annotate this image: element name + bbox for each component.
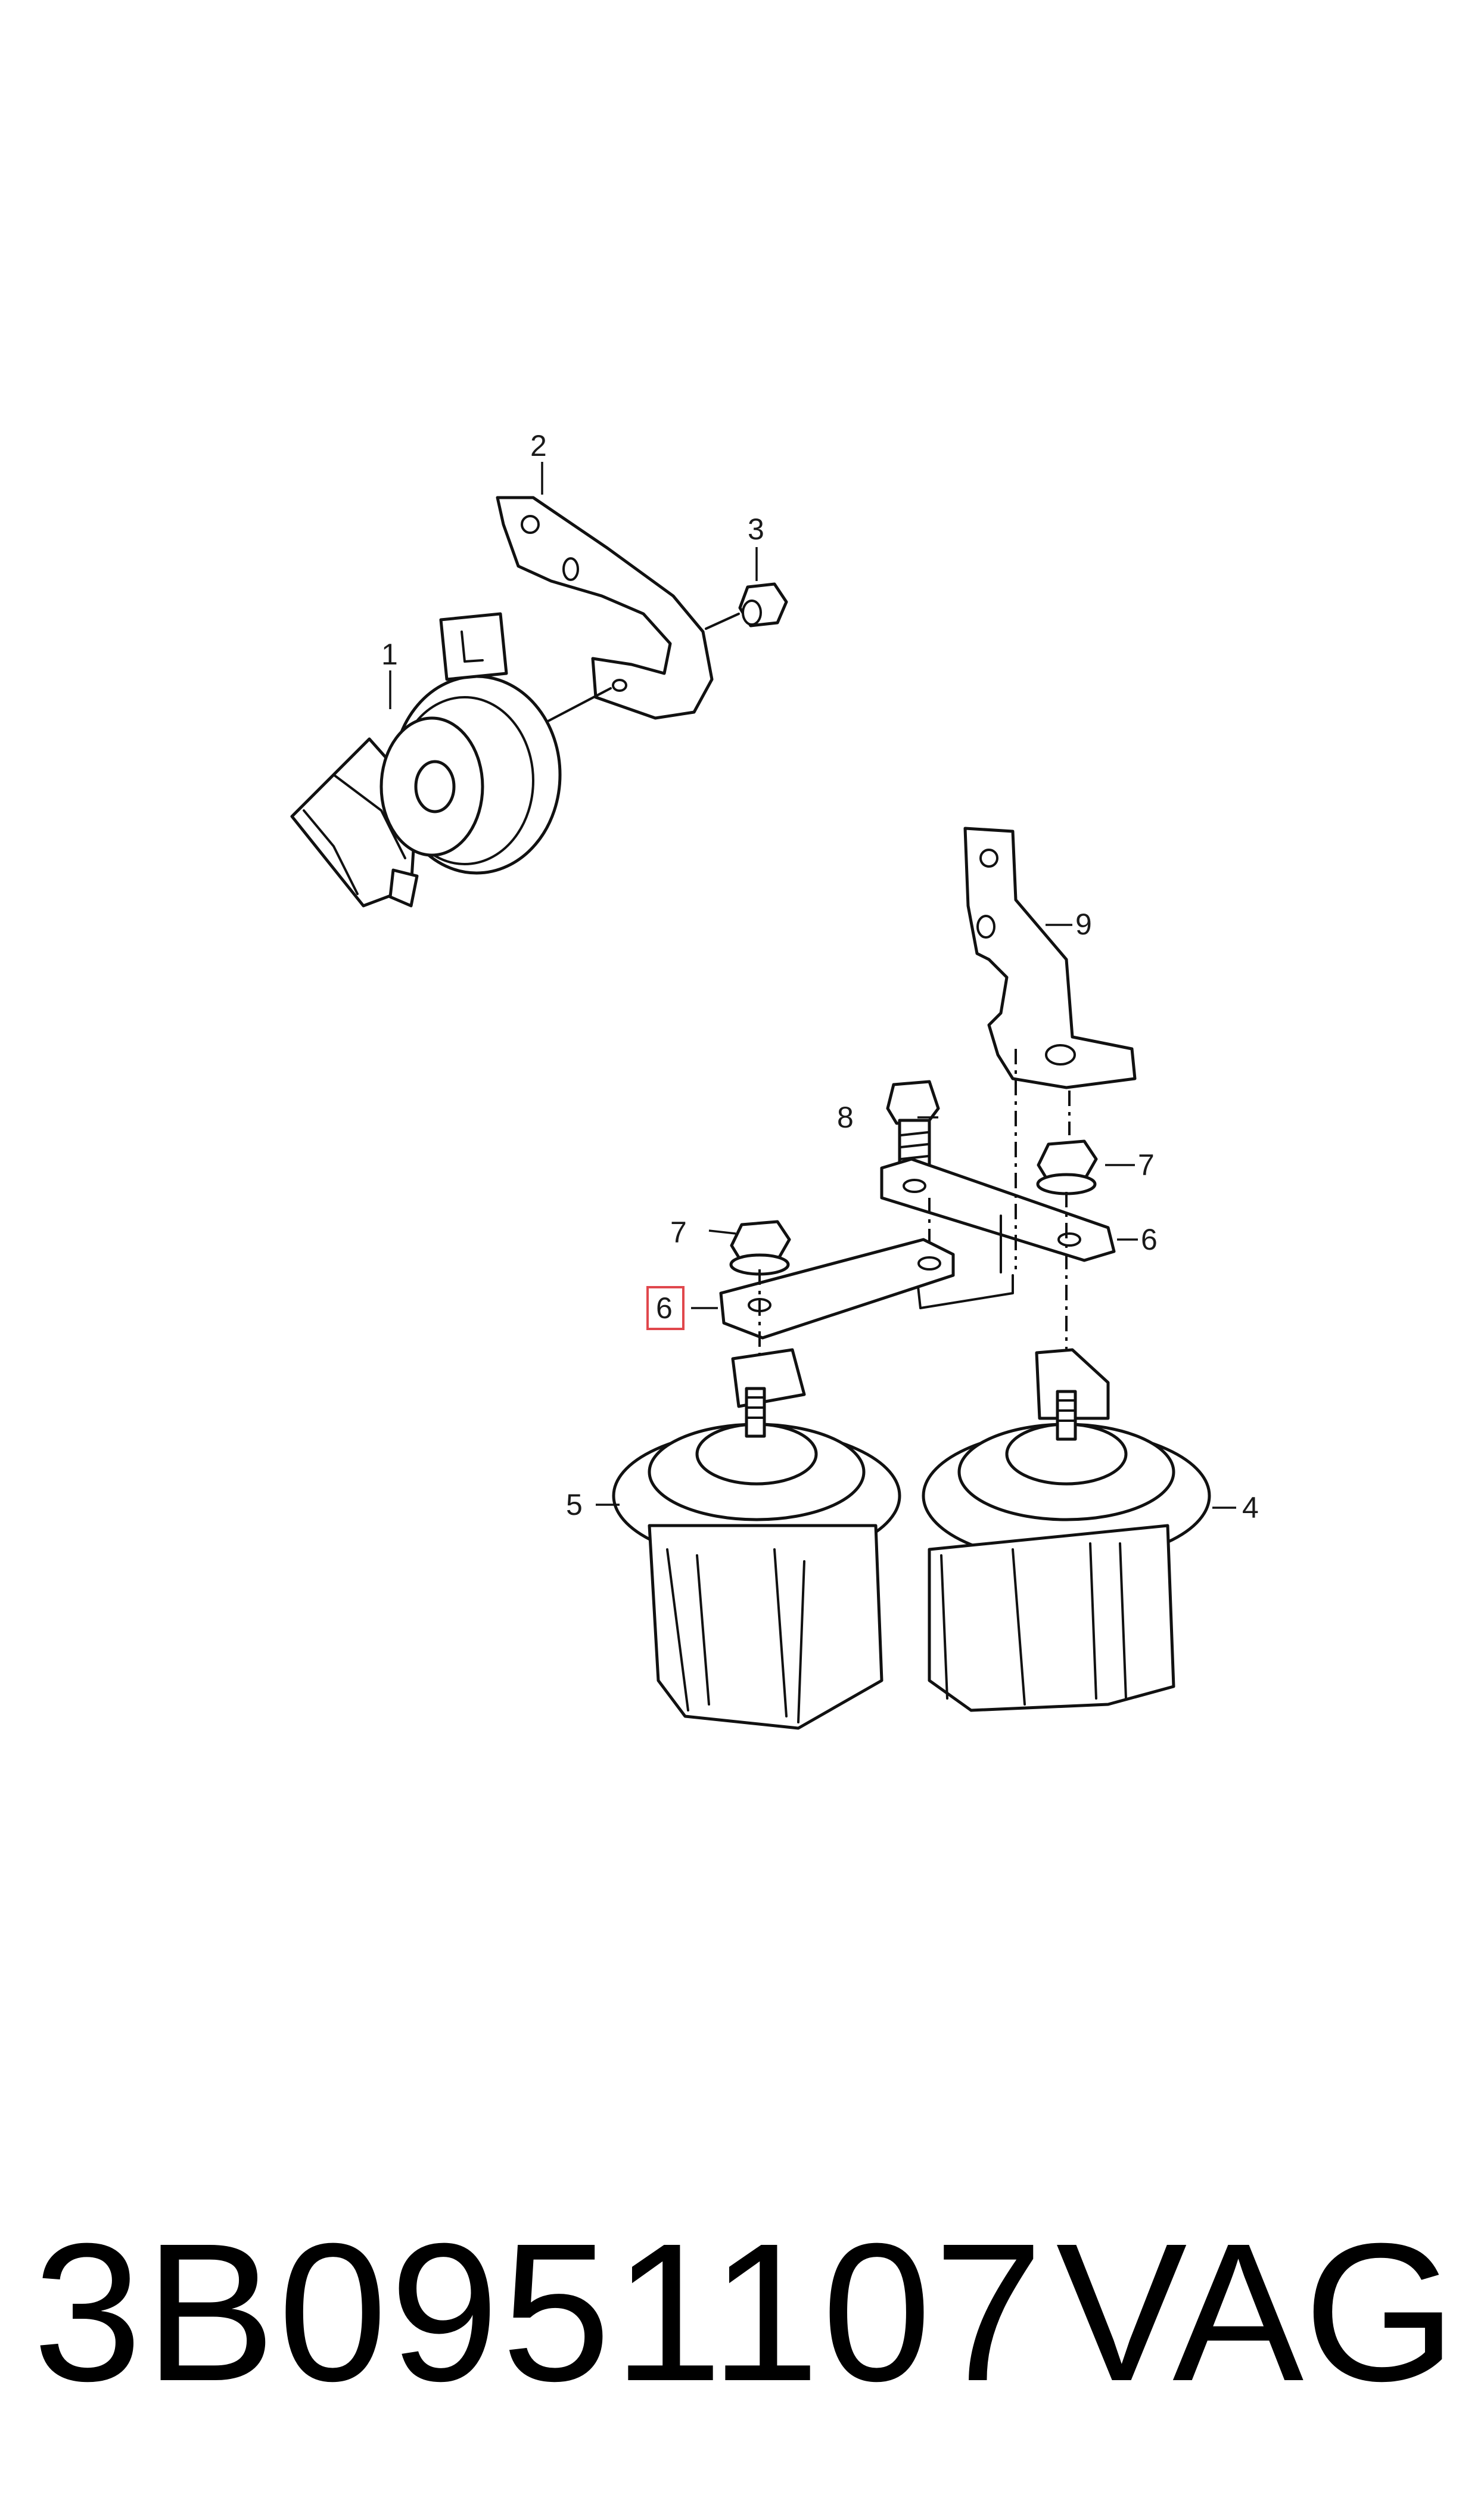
parts-diagram: 2 3 1 9 8 7 7 6 6 5 4 — [290, 429, 1259, 1730]
callout-6-highlighted: 6 — [656, 1291, 673, 1325]
callout-5: 5 — [566, 1488, 583, 1521]
callout-9: 9 — [1075, 908, 1092, 941]
brand-label: VAG — [1056, 2202, 1457, 2422]
part-number: 3B0951107 — [33, 2202, 1046, 2422]
nut-part-3 — [738, 582, 788, 628]
callout-4: 4 — [1242, 1491, 1259, 1524]
callout-8: 8 — [837, 1101, 854, 1134]
callout-7-left: 7 — [670, 1216, 687, 1249]
strip-part-6-upper — [880, 1157, 1116, 1309]
callout-2: 2 — [530, 429, 547, 462]
footer: 3B0951107 VAG — [33, 2193, 1457, 2443]
callout-3: 3 — [748, 513, 764, 546]
callout-6-highlight-box — [646, 1286, 685, 1330]
callout-7-right: 7 — [1138, 1148, 1155, 1182]
callout-1: 1 — [381, 638, 398, 671]
horn-part-4 — [922, 1348, 1211, 1712]
callout-6-right: 6 — [1141, 1223, 1158, 1256]
bracket-part-2 — [496, 496, 714, 720]
bracket-part-9 — [963, 827, 1137, 1089]
horn-part-1 — [290, 612, 562, 908]
horn-part-5 — [612, 1348, 901, 1730]
nut-part-7-right — [1036, 1139, 1098, 1195]
strip-part-6-lower — [719, 1238, 955, 1340]
nut-part-7-left — [729, 1220, 791, 1276]
